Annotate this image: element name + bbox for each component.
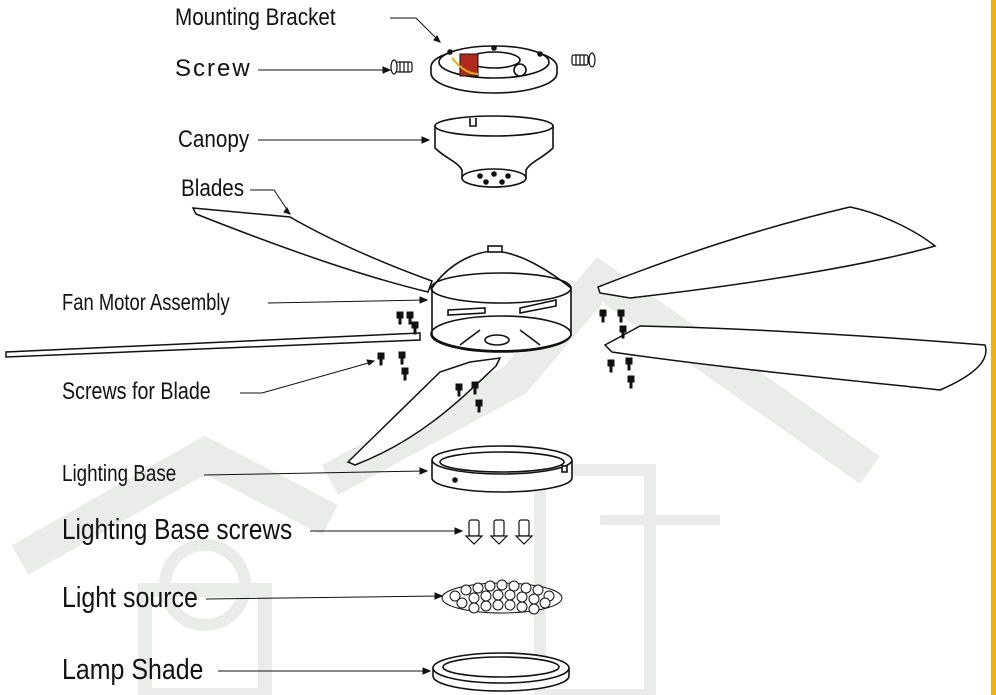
label-lamp-shade: Lamp Shade — [62, 654, 204, 686]
lamp-shade — [432, 652, 570, 692]
light-source — [441, 579, 563, 615]
edge-accent-bar — [991, 0, 996, 695]
label-canopy: Canopy — [178, 126, 250, 153]
lighting-base — [431, 445, 573, 493]
canopy — [434, 115, 554, 188]
screw-icon — [571, 52, 596, 68]
lighting-base-screws — [464, 519, 534, 545]
leader-lines — [203, 17, 464, 675]
label-blades: Blades — [181, 175, 245, 202]
screw-icon — [390, 59, 413, 75]
screws-for-blade — [377, 309, 635, 413]
label-light-source: Light source — [62, 582, 198, 614]
label-screws-for-blade: Screws for Blade — [62, 378, 211, 405]
label-screw: Screw — [175, 55, 252, 82]
label-mounting-bracket: Mounting Bracket — [175, 4, 336, 31]
mounting-bracket — [430, 45, 558, 94]
label-fan-motor-assembly: Fan Motor Assembly — [62, 289, 230, 315]
fan-motor-assembly — [430, 245, 572, 353]
label-lighting-base: Lighting Base — [62, 460, 177, 486]
label-lighting-base-screws: Lighting Base screws — [62, 514, 293, 546]
